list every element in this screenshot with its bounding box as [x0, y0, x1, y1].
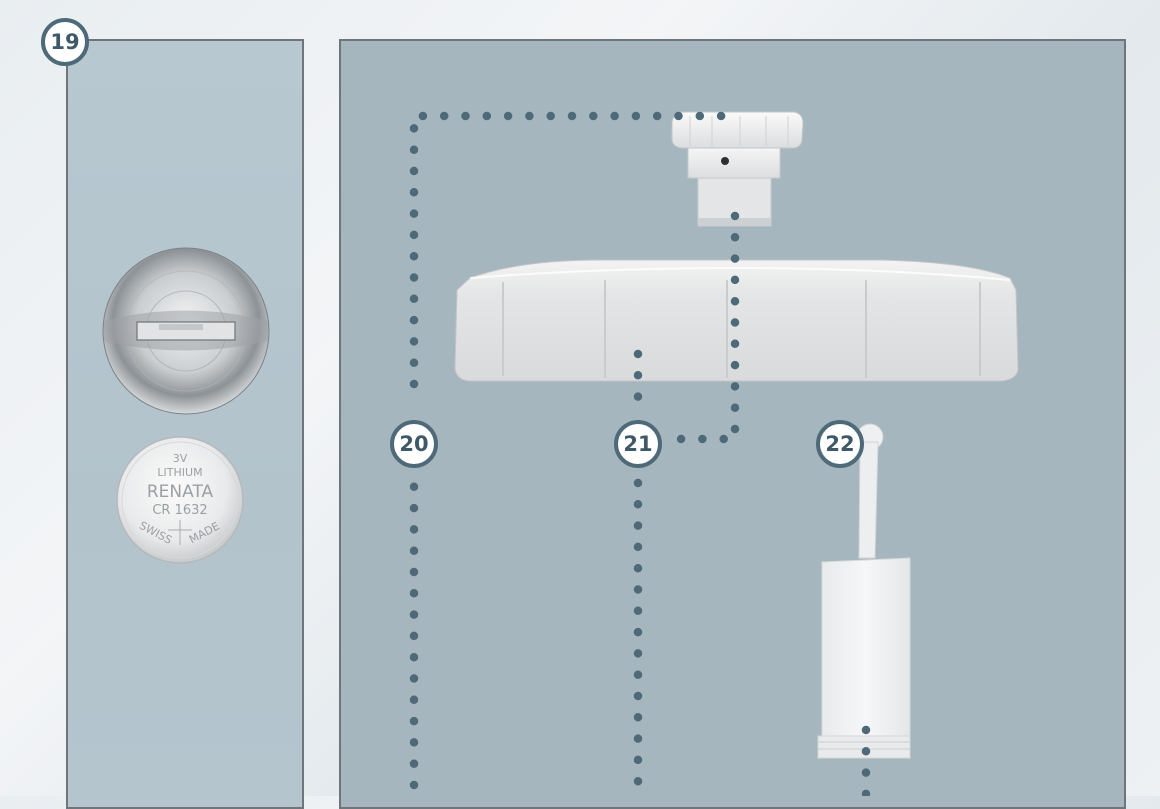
left-panel	[66, 39, 304, 809]
battery-type: LITHIUM	[157, 466, 202, 479]
leader-lines	[409, 111, 871, 796]
filter-part	[817, 423, 911, 759]
coin-battery-part: 3V LITHIUM RENATA CR 1632 SWISS MADE	[116, 436, 244, 564]
callout-19-badge: 19	[41, 18, 89, 66]
battery-brand: RENATA	[147, 482, 214, 502]
callout-20-badge: 20	[390, 420, 438, 468]
callout-21-badge: 21	[614, 420, 662, 468]
leader-line-20	[409, 111, 738, 790]
knob-part	[671, 111, 804, 227]
screw-plug-part	[102, 247, 270, 415]
battery-model: CR 1632	[152, 503, 207, 518]
battery-voltage: 3V	[173, 452, 188, 465]
callout-22-badge: 22	[816, 420, 864, 468]
